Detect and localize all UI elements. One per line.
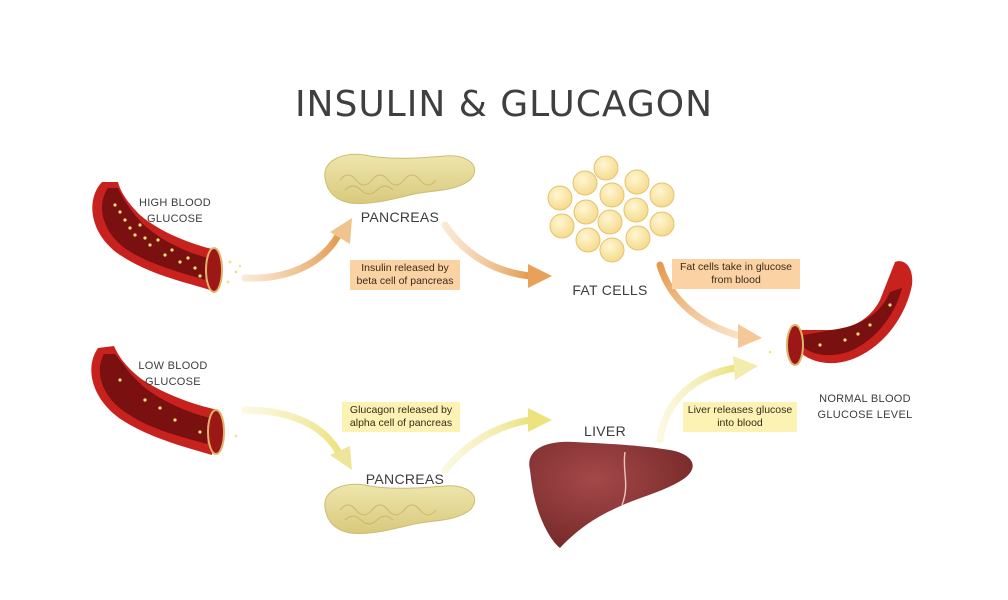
- diagram-title: INSULIN & GLUCAGON: [294, 84, 714, 125]
- pancreas-top-organ: [324, 153, 476, 204]
- arrow-fat-to-normal: [656, 261, 744, 340]
- arrowhead-fat-to-normal: [738, 324, 762, 348]
- high-glucose-vessel: [92, 182, 242, 293]
- arrow-liver-to-normal: [656, 364, 739, 444]
- arrow-pancreas-to-fat: [441, 221, 534, 280]
- fat-cells-cluster: [547, 155, 675, 263]
- arrow-vessel-to-pancreas: [241, 228, 344, 282]
- arrowhead-liver-to-normal: [733, 356, 758, 380]
- label-high-blood-glucose: HIGH BLOOD GLUCOSE: [138, 197, 212, 225]
- arrowhead-pancreas-to-fat: [528, 264, 552, 288]
- note-liver-release-glucose: Liver releases glucose into blood: [683, 402, 797, 432]
- arrow-lowvessel-to-pancreas: [241, 406, 344, 459]
- liver-organ: [529, 441, 693, 548]
- label-liver: LIVER: [584, 423, 626, 439]
- normal-glucose-vessel: [768, 261, 913, 366]
- label-normal-blood-glucose: NORMAL BLOOD GLUCOSE LEVEL: [817, 393, 913, 421]
- label-fat-cells: FAT CELLS: [572, 282, 648, 298]
- label-low-blood-glucose: LOW BLOOD GLUCOSE: [138, 360, 208, 388]
- arrowhead-pancreas-to-liver: [528, 408, 552, 432]
- note-insulin-release: Insulin released by beta cell of pancrea…: [350, 260, 460, 290]
- pancreas-bottom-organ: [324, 483, 476, 534]
- flow-arrows: [241, 218, 762, 474]
- arrow-pancreas-to-liver: [441, 416, 534, 474]
- note-fat-cells-take-glucose: Fat cells take in glucose from blood: [672, 259, 800, 289]
- label-pancreas-top: PANCREAS: [360, 209, 440, 225]
- low-glucose-vessel: [91, 346, 238, 455]
- label-pancreas-bottom: PANCREAS: [365, 471, 445, 487]
- note-glucagon-release: Glucagon released by alpha cell of pancr…: [342, 402, 460, 432]
- arrowhead-vessel-to-pancreas: [330, 218, 352, 244]
- arrowhead-lowvessel-to-pancreas: [330, 446, 352, 470]
